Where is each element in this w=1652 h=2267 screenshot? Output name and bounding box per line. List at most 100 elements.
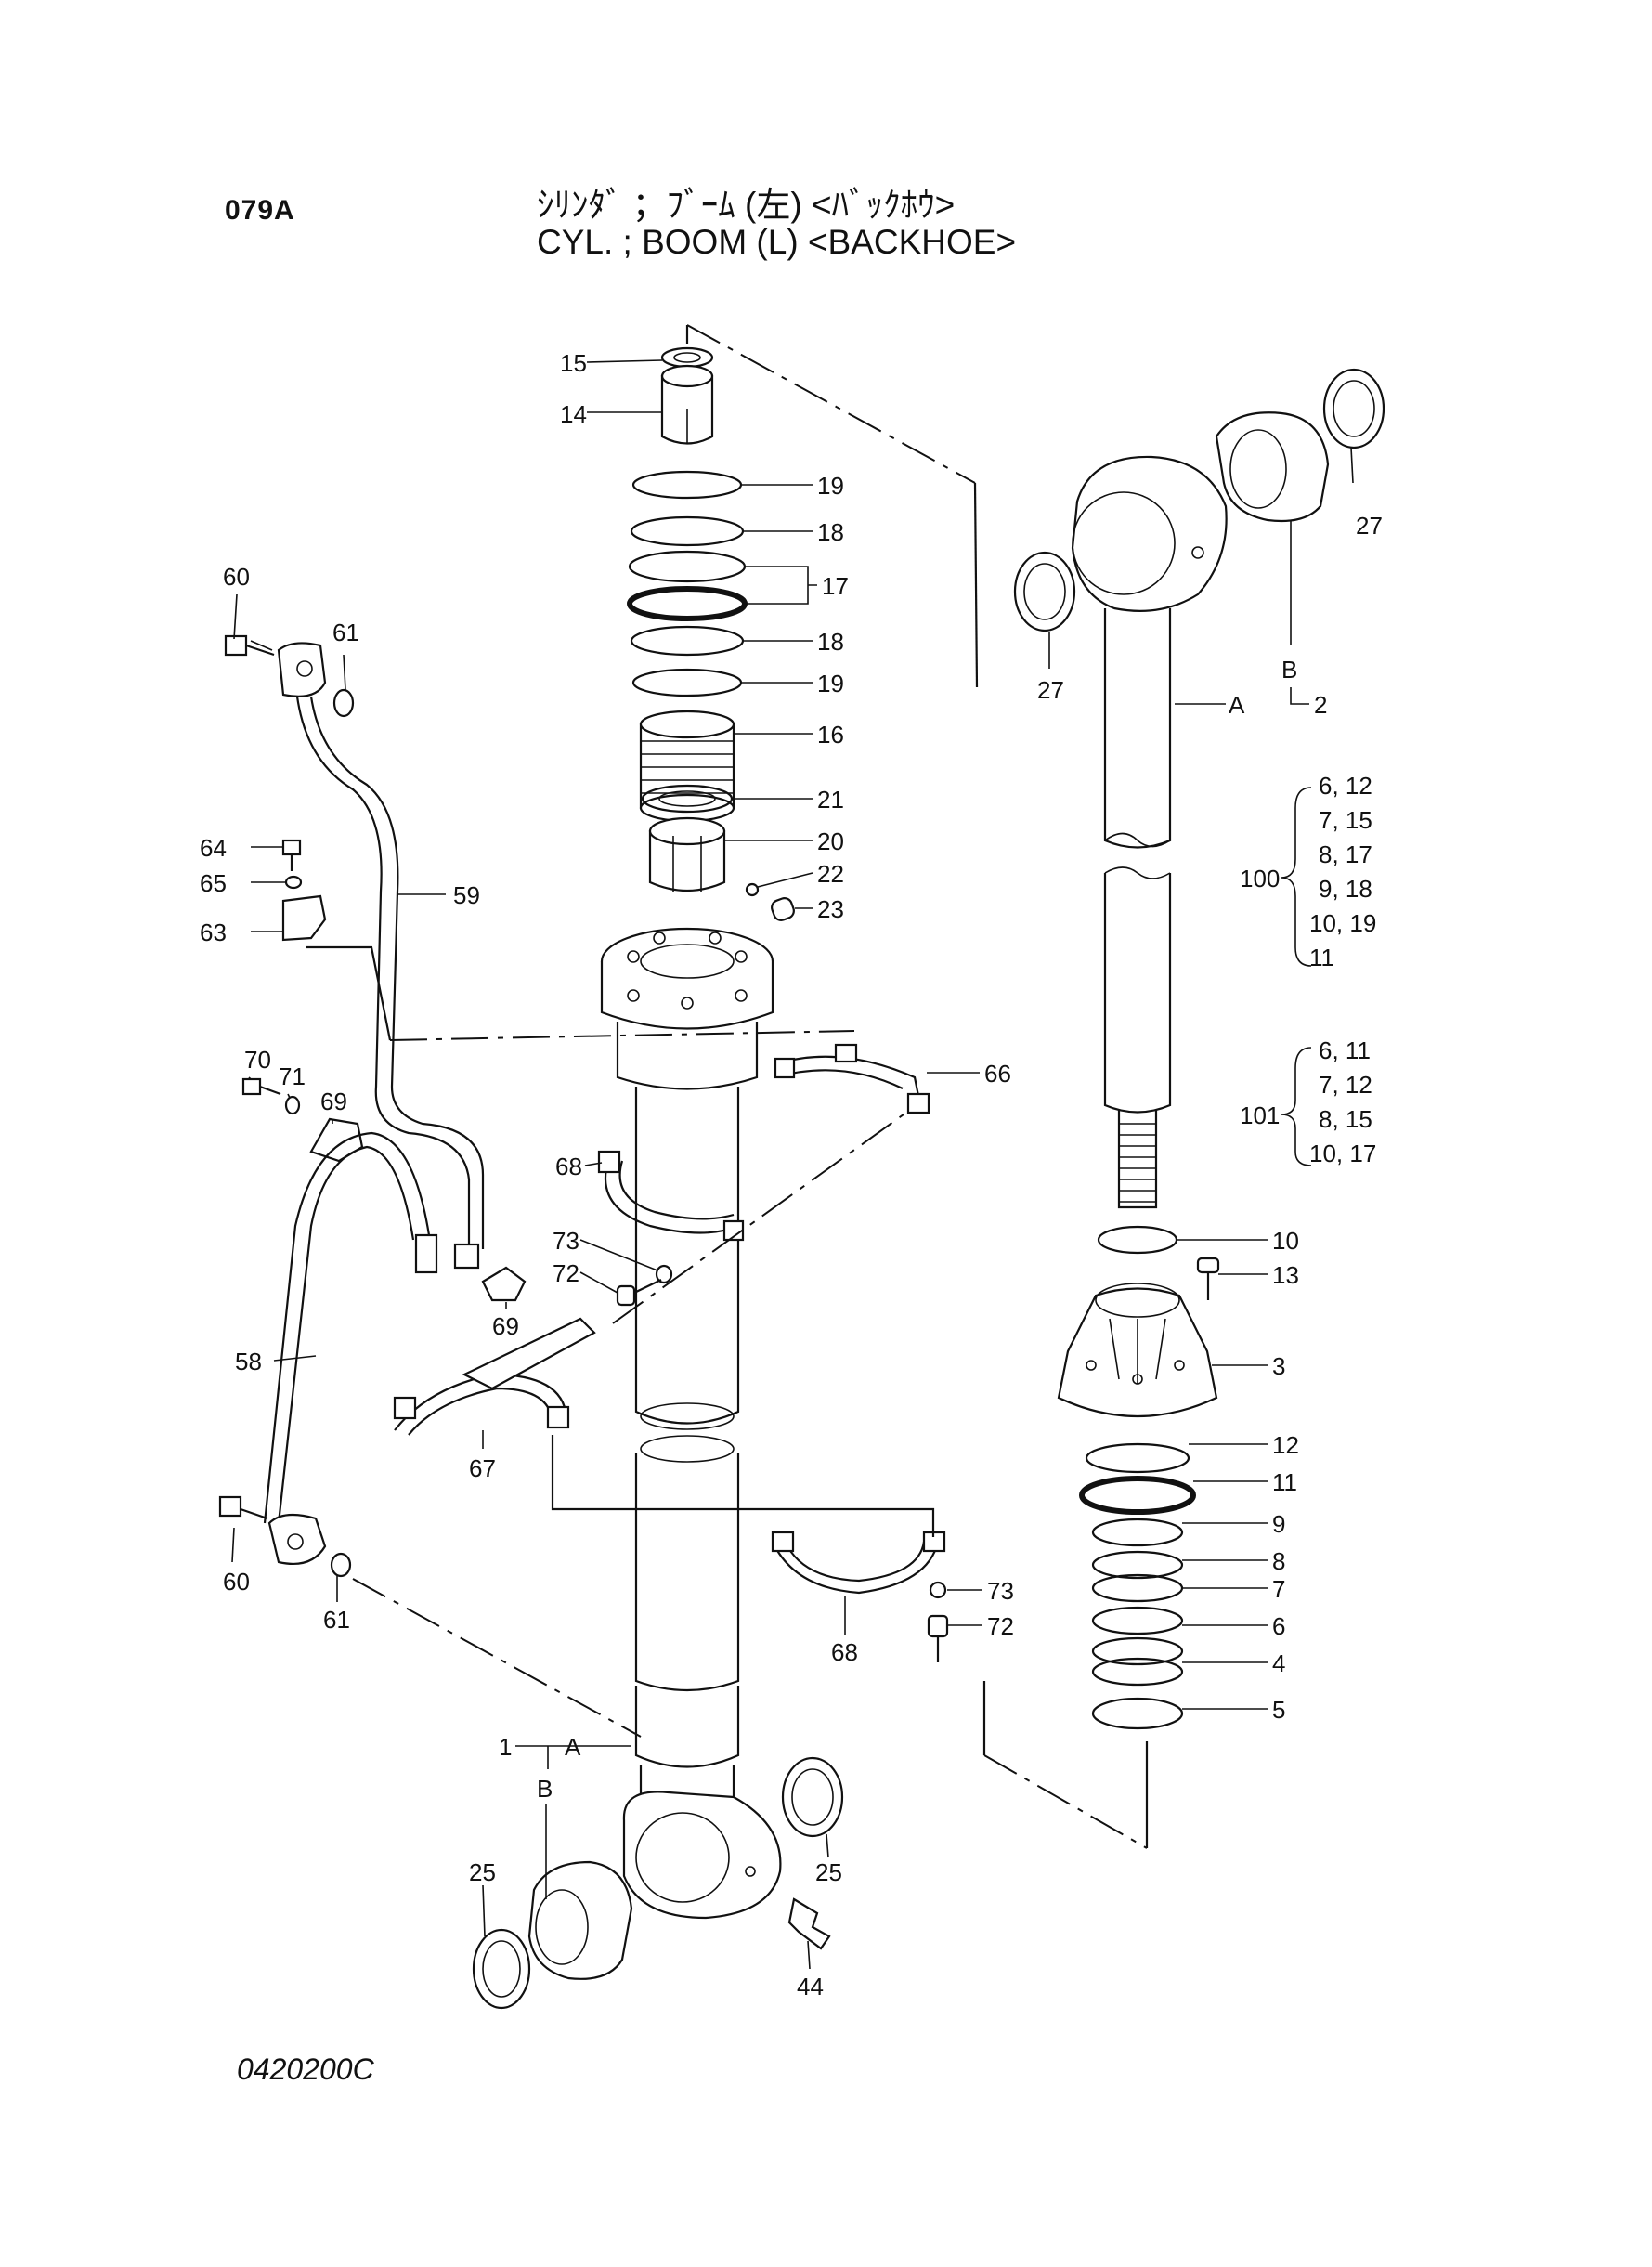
part-71-washer: [284, 1095, 301, 1115]
callout-65: 65: [200, 869, 227, 897]
callout-19a: 19: [817, 472, 844, 500]
callout-73a: 73: [553, 1227, 579, 1255]
kit-100-number: 100: [1240, 865, 1280, 892]
kit-101: 101 6, 11 7, 12 8, 15 10, 17: [1240, 1036, 1376, 1167]
callout-a-2: A: [1229, 691, 1245, 719]
part-70-bolt: [241, 1077, 281, 1096]
callout-44: 44: [797, 1973, 824, 2000]
page-code: 079A: [225, 195, 295, 226]
callout-1: 1: [499, 1733, 512, 1761]
drawing-number: 0420200C: [237, 2052, 374, 2086]
part-14-bushing: [660, 364, 714, 445]
kit-100-item: 8, 17: [1319, 840, 1372, 868]
callout-3: 3: [1272, 1352, 1285, 1380]
callout-21: 21: [817, 786, 844, 814]
part-16-gland-threaded: [639, 710, 735, 823]
part-6-ring: [1091, 1606, 1184, 1635]
part-8-ring: [1091, 1550, 1184, 1580]
part-22-ball: [745, 882, 760, 897]
callout-64: 64: [200, 834, 227, 862]
leader-lines: [231, 359, 1354, 1970]
callout-27b: 27: [1037, 676, 1064, 704]
callout-20: 20: [817, 827, 844, 855]
callout-b-2: B: [1281, 656, 1297, 684]
part-67-band-clamp-lower: [393, 1317, 596, 1436]
part-1-cylinder-tube: [600, 927, 782, 1920]
callout-60b: 60: [223, 1568, 250, 1596]
part-11-seal: [1079, 1476, 1196, 1515]
callout-17: 17: [822, 572, 849, 600]
part-72-bolt-lower: [927, 1614, 949, 1662]
part-18-ring-lower: [630, 625, 745, 657]
callout-labels: 15 14 19 18 17 18 19 16 21 20 22 23 60 6…: [200, 349, 1383, 2000]
part-flange-lower: [267, 1513, 327, 1566]
kit-101-item: 7, 12: [1319, 1071, 1372, 1099]
callout-73b: 73: [987, 1577, 1014, 1605]
callout-13: 13: [1272, 1261, 1299, 1289]
callout-58: 58: [235, 1348, 262, 1375]
kit-100-item: 6, 12: [1319, 772, 1372, 800]
part-25-seal-left: [472, 1928, 531, 2010]
part-66-band-clamp: [774, 1043, 930, 1114]
callout-6: 6: [1272, 1612, 1285, 1640]
part-17-seal-pair: [627, 550, 748, 621]
title-english: CYL. ; BOOM (L) <BACKHOE>: [537, 223, 1017, 261]
part-flange-upper: [277, 642, 327, 697]
callout-25a: 25: [469, 1858, 496, 1886]
callout-67: 67: [469, 1454, 496, 1482]
part-44-grease-fitting: [787, 1897, 831, 1950]
callout-68a: 68: [555, 1153, 582, 1180]
callout-16: 16: [817, 721, 844, 749]
callout-25b: 25: [815, 1858, 842, 1886]
callout-11: 11: [1272, 1468, 1297, 1496]
callout-8: 8: [1272, 1547, 1285, 1575]
callout-61b: 61: [323, 1606, 350, 1634]
part-59-pipe: [295, 696, 485, 1249]
part-58-pipe: [263, 1131, 480, 1524]
callout-69a: 69: [320, 1088, 347, 1115]
part-2-piston-rod: [1071, 455, 1228, 1209]
part-4-wear-ring: [1091, 1636, 1184, 1687]
part-60-bolt-lower: [218, 1495, 268, 1520]
callout-61a: 61: [332, 619, 359, 646]
part-69-clamp-upper: [309, 1117, 364, 1163]
part-10-ring: [1097, 1225, 1178, 1255]
part-3-piston: [1057, 1283, 1218, 1418]
part-68-band-clamp-upper: [597, 1150, 745, 1242]
kit-100-item: 9, 18: [1319, 875, 1372, 903]
callout-23: 23: [817, 895, 844, 923]
callout-14: 14: [560, 400, 587, 428]
callout-a-1: A: [565, 1733, 581, 1761]
kit-101-number: 101: [1240, 1101, 1280, 1129]
part-20-nut: [648, 816, 726, 892]
kit-101-item: 10, 17: [1309, 1140, 1376, 1167]
callout-22: 22: [817, 860, 844, 888]
title-japanese: ｼﾘﾝﾀﾞ ；ﾌﾞｰﾑ (左) <ﾊﾞｯｸﾎｳ>: [537, 186, 956, 224]
callout-70: 70: [244, 1046, 271, 1074]
callout-7: 7: [1272, 1575, 1285, 1603]
part-19-ring-lower: [631, 668, 743, 697]
part-73-washer-lower: [929, 1581, 947, 1599]
callout-72a: 72: [553, 1259, 579, 1287]
callout-b-1: B: [537, 1775, 553, 1803]
callout-19b: 19: [817, 670, 844, 697]
callout-59: 59: [453, 881, 480, 909]
kit-100-item: 10, 19: [1309, 909, 1376, 937]
part-23-set-screw: [771, 897, 795, 921]
part-7-ring: [1091, 1573, 1184, 1603]
callout-9: 9: [1272, 1510, 1285, 1538]
part-65-washer: [284, 875, 303, 890]
part-60-bolt-upper: [224, 634, 275, 657]
callout-12: 12: [1272, 1431, 1299, 1459]
part-25-seal-right: [781, 1756, 844, 1838]
part-12-ring: [1085, 1442, 1190, 1474]
callout-2: 2: [1314, 691, 1327, 719]
kit-101-item: 6, 11: [1319, 1036, 1371, 1064]
callout-10: 10: [1272, 1227, 1299, 1255]
callout-4: 4: [1272, 1649, 1285, 1677]
kit-100: 100 6, 12 7, 15 8, 17 9, 18 10, 19 11: [1240, 772, 1376, 971]
part-27-seal-left: [1013, 551, 1076, 632]
part-9-ring: [1091, 1518, 1184, 1547]
part-61-oring-upper: [332, 688, 355, 718]
part-27-seal-right: [1322, 368, 1385, 449]
